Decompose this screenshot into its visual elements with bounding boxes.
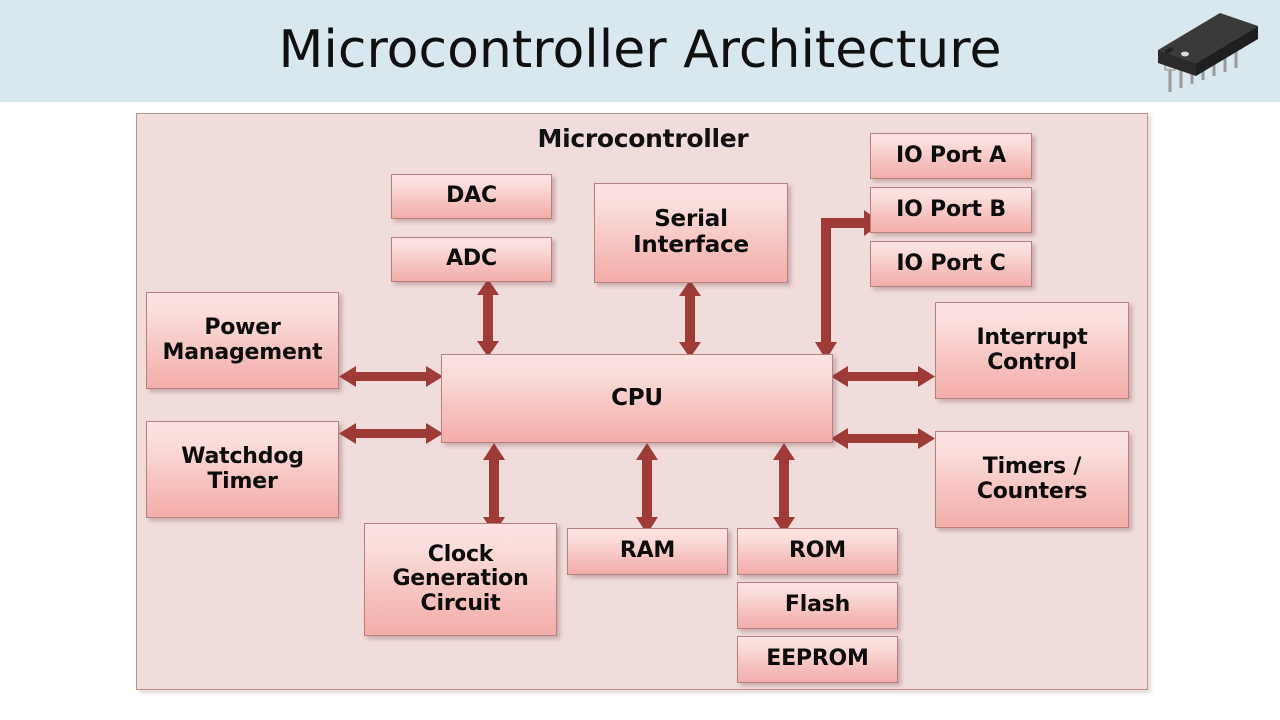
arrow-watchdog-timer-cpu: [339, 420, 443, 447]
block-io-port-b[interactable]: IO Port B: [870, 187, 1032, 233]
block-clock-generation-circuit[interactable]: Clock Generation Circuit: [364, 523, 557, 636]
arrow-cpu-serial-interface: [676, 280, 704, 358]
block-eeprom[interactable]: EEPROM: [737, 636, 898, 683]
block-cpu-label: CPU: [611, 384, 663, 411]
block-io-port-c[interactable]: IO Port C: [870, 241, 1032, 287]
block-clock-generation-circuit-label: Clock Generation Circuit: [365, 541, 556, 617]
block-flash[interactable]: Flash: [737, 582, 898, 629]
block-clock-generation-circuit-line2: Generation: [392, 566, 529, 592]
arrow-cpu-rom: [770, 443, 798, 534]
block-rom-label: ROM: [789, 538, 846, 564]
block-ram[interactable]: RAM: [567, 528, 728, 575]
block-io-port-a-label: IO Port A: [895, 142, 1007, 168]
arrow-cpu-timers-counters: [831, 425, 935, 452]
block-timers-counters-label: Timers / Counters: [936, 453, 1128, 504]
dip-ic-chip-icon: [1140, 4, 1266, 100]
block-timers-counters-line1: Timers /: [982, 453, 1082, 479]
arrow-cpu-io-ports: [812, 200, 882, 360]
block-cpu[interactable]: CPU: [441, 354, 833, 443]
arrow-cpu-clock-generation-circuit: [480, 443, 508, 534]
block-adc[interactable]: ADC: [391, 237, 552, 282]
block-rom[interactable]: ROM: [737, 528, 898, 575]
page-header: Microcontroller Architecture: [0, 0, 1280, 102]
microcontroller-label: Microcontroller: [537, 124, 749, 153]
arrow-cpu-interrupt-control: [831, 363, 935, 390]
block-interrupt-control[interactable]: Interrupt Control: [935, 302, 1129, 399]
block-dac[interactable]: DAC: [391, 174, 552, 219]
microcontroller-container: Microcontroller: [136, 113, 1148, 690]
arrow-cpu-adc: [474, 279, 502, 357]
block-watchdog-timer-label: Watchdog Timer: [147, 443, 338, 494]
block-dac-label: DAC: [446, 183, 497, 209]
block-power-management-line1: Power: [204, 314, 281, 340]
block-watchdog-timer-line2: Timer: [207, 468, 278, 494]
block-flash-label: Flash: [784, 592, 851, 618]
block-serial-interface-label: Serial Interface: [633, 206, 749, 258]
block-io-port-a[interactable]: IO Port A: [870, 133, 1032, 179]
page-title: Microcontroller Architecture: [278, 20, 1002, 80]
block-timers-counters[interactable]: Timers / Counters: [935, 431, 1129, 528]
block-eeprom-label: EEPROM: [766, 646, 869, 672]
block-serial-interface[interactable]: Serial Interface: [594, 183, 788, 283]
block-io-port-b-label: IO Port B: [896, 196, 1006, 222]
block-interrupt-control-line1: Interrupt: [976, 324, 1088, 350]
block-power-management[interactable]: Power Management: [146, 292, 339, 389]
block-watchdog-timer-line1: Watchdog: [181, 443, 304, 469]
block-adc-label: ADC: [446, 246, 497, 272]
block-power-management-label: Power Management: [147, 314, 338, 365]
block-interrupt-control-label: Interrupt Control: [936, 324, 1128, 375]
block-io-port-c-label: IO Port C: [896, 250, 1006, 276]
block-timers-counters-line2: Counters: [976, 478, 1088, 504]
block-clock-generation-circuit-line3: Circuit: [420, 590, 501, 616]
block-watchdog-timer[interactable]: Watchdog Timer: [146, 421, 339, 518]
block-clock-generation-circuit-line1: Clock: [427, 541, 494, 567]
arrow-cpu-ram: [633, 443, 661, 534]
block-ram-label: RAM: [619, 538, 676, 564]
arrow-power-management-cpu: [339, 363, 443, 390]
block-power-management-line2: Management: [162, 339, 323, 365]
block-interrupt-control-line2: Control: [987, 349, 1077, 375]
